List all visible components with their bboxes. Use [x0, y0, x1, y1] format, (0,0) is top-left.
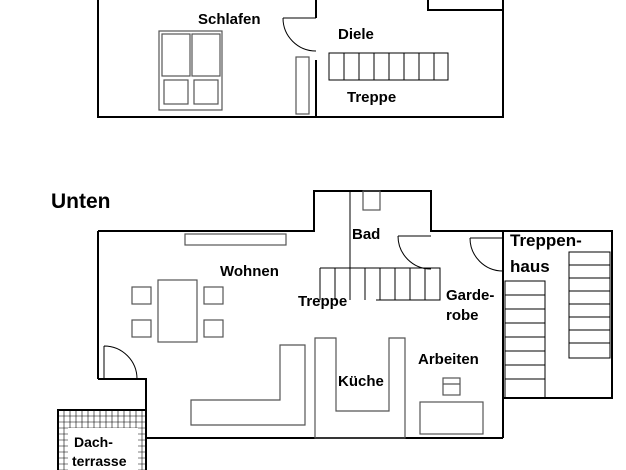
room-label-bad: Bad: [352, 226, 380, 243]
room-label-dachterrasse-1: Dach-: [74, 434, 113, 450]
room-label-wohnen: Wohnen: [220, 263, 279, 280]
upper-staircase: [328, 52, 449, 81]
room-label-garderobe-1: Garde-: [446, 287, 494, 304]
chair-icon: [203, 286, 224, 305]
dining-table-icon: [157, 279, 198, 343]
room-label-treppenhaus-1: Treppen-: [510, 231, 582, 250]
terrace-door-arc: [103, 345, 138, 380]
upper-door-arc: [282, 17, 317, 52]
lower-outer-wall: [97, 190, 504, 438]
dachterrasse-label-bg: [68, 428, 138, 470]
dachterrasse-outline: [57, 409, 147, 470]
room-label-treppe-lower: Treppe: [298, 293, 347, 310]
bed-icon: [158, 30, 223, 111]
treppenhaus-door-arc: [469, 237, 504, 272]
lower-floor: [57, 190, 613, 470]
room-label-treppe-upper: Treppe: [347, 89, 396, 106]
upper-outer-wall: [97, 0, 504, 118]
chair-icon: [203, 319, 224, 338]
upper-floor: Schlafen Diele Treppe: [97, 0, 504, 118]
kitchen-counter-icon: [314, 337, 406, 439]
desk-icon: [419, 401, 484, 435]
sideboard-icon: [184, 233, 287, 246]
room-label-kueche: Küche: [338, 373, 384, 390]
lower-staircase-middle: [319, 267, 441, 301]
room-label-diele: Diele: [338, 26, 374, 43]
wardrobe-icon: [295, 56, 310, 115]
room-label-schlafen: Schlafen: [198, 11, 261, 28]
desk-chair-icon: [442, 377, 461, 396]
upper-top-wall-right: [427, 0, 503, 11]
treppenhaus-stairs-right: [568, 251, 611, 359]
room-label-treppenhaus-2: haus: [510, 257, 550, 276]
treppenhaus-wall: [503, 230, 613, 399]
lower-floor-heading: Unten: [51, 190, 111, 213]
room-label-dachterrasse-2: terrasse: [72, 453, 127, 469]
room-label-arbeiten: Arbeiten: [418, 351, 479, 368]
treppenhaus-stairs-left: [504, 280, 546, 399]
sofa-icon: [190, 344, 306, 426]
room-label-garderobe-2: robe: [446, 307, 479, 324]
chair-icon: [131, 286, 152, 305]
bad-door-arc: [397, 235, 432, 270]
bad-fixture-icon: [362, 190, 381, 211]
chair-icon: [131, 319, 152, 338]
